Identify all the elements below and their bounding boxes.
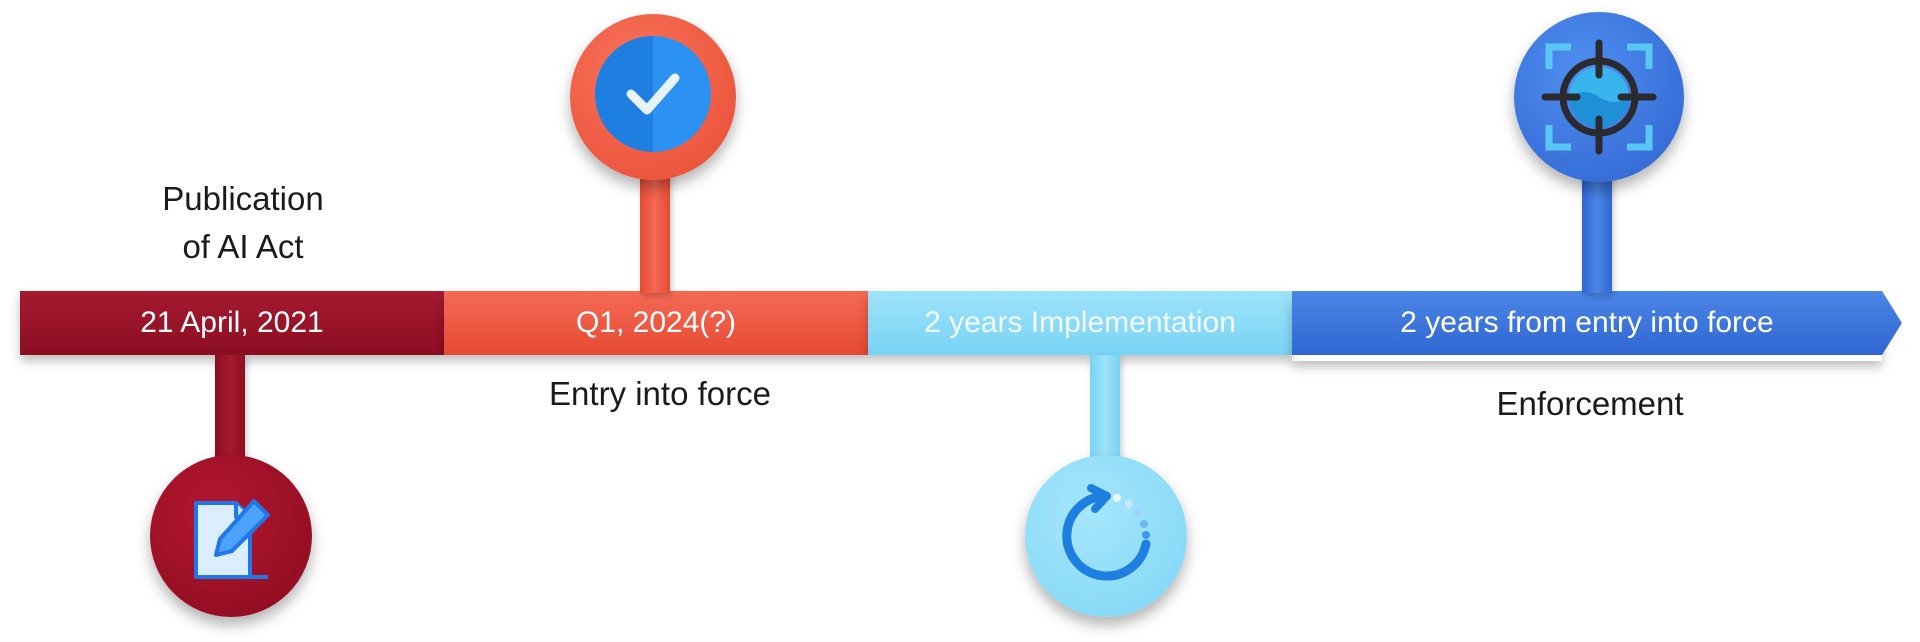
- milestone-circle-publication: [150, 455, 312, 617]
- segment-date-label: 2 years Implementation: [924, 306, 1236, 339]
- crosshair-target-icon: [1539, 37, 1659, 162]
- caption-line: Publication: [162, 180, 324, 217]
- segment-date-label: Q1, 2024(?): [575, 306, 737, 339]
- milestone-stem-entry: [640, 168, 670, 293]
- check-badge: [595, 36, 711, 152]
- milestone-caption-publication: Publication of AI Act: [118, 175, 368, 271]
- milestone-circle-enforcement: [1514, 12, 1684, 182]
- segment-date-label: 21 April, 2021: [140, 306, 324, 339]
- document-edit-icon: [188, 493, 278, 588]
- milestone-circle-implementation: [1025, 455, 1187, 617]
- milestone-caption-enforcement: Enforcement: [1496, 385, 1684, 422]
- timeline-segment-implementation: 2 years Implementation: [868, 291, 1292, 355]
- timeline-segment-entry-into-force: Q1, 2024(?): [444, 291, 868, 355]
- milestone-stem-implementation: [1090, 355, 1120, 465]
- milestone-caption-entry: Entry into force: [549, 375, 771, 412]
- milestone-stem-enforcement: [1582, 160, 1612, 293]
- circular-progress-icon: [1049, 479, 1163, 598]
- timeline-segment-enforcement: 2 years from entry into force: [1292, 291, 1902, 355]
- segment-date-label: 2 years from entry into force: [1400, 306, 1774, 339]
- milestone-stem-publication: [215, 355, 245, 465]
- milestone-circle-entry: [570, 14, 736, 180]
- caption-line: of AI Act: [182, 228, 304, 265]
- checkmark-icon: [623, 66, 683, 127]
- timeline-segment-publication: 21 April, 2021: [20, 291, 444, 355]
